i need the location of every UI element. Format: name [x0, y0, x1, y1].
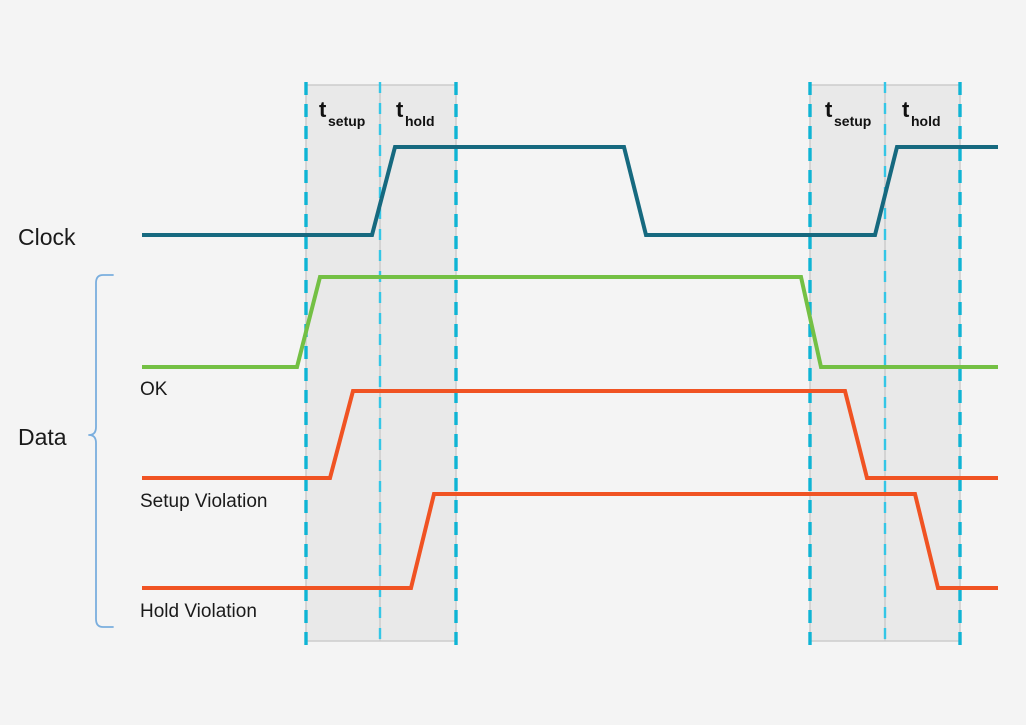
- data-group-bracket: [88, 274, 114, 628]
- t-hold-subscript-1: hold: [405, 113, 435, 129]
- clock-label: Clock: [18, 224, 76, 250]
- window-annotations-group: t setup t hold t setup t hold: [319, 97, 941, 129]
- t-setup-symbol-2: t: [825, 97, 833, 122]
- window-2-hold-label: t hold: [902, 97, 941, 129]
- t-hold-subscript-2: hold: [911, 113, 941, 129]
- t-setup-subscript-2: setup: [834, 113, 871, 129]
- labels-group: Clock Data OK Setup Violation Hold Viola…: [18, 224, 267, 622]
- t-setup-symbol-1: t: [319, 97, 327, 122]
- t-hold-symbol-1: t: [396, 97, 404, 122]
- hold-violation-waveform: [142, 492, 998, 590]
- setup-violation-label: Setup Violation: [140, 491, 267, 512]
- shaded-windows-group: [305, 84, 961, 642]
- t-hold-symbol-2: t: [902, 97, 910, 122]
- ok-waveform: [142, 275, 998, 369]
- marker-lines-group: [304, 82, 962, 645]
- ok-label: OK: [140, 379, 168, 400]
- t-setup-subscript-1: setup: [328, 113, 365, 129]
- bracket-path: [88, 274, 114, 628]
- data-label: Data: [18, 424, 67, 450]
- window-1-setup-label: t setup: [319, 97, 365, 129]
- clock-waveform: [142, 145, 998, 237]
- setup-violation-waveform: [142, 389, 998, 480]
- window-1-hold-label: t hold: [396, 97, 435, 129]
- hold-violation-label: Hold Violation: [140, 601, 257, 622]
- window-2-setup-label: t setup: [825, 97, 871, 129]
- waveforms-group: [142, 145, 998, 590]
